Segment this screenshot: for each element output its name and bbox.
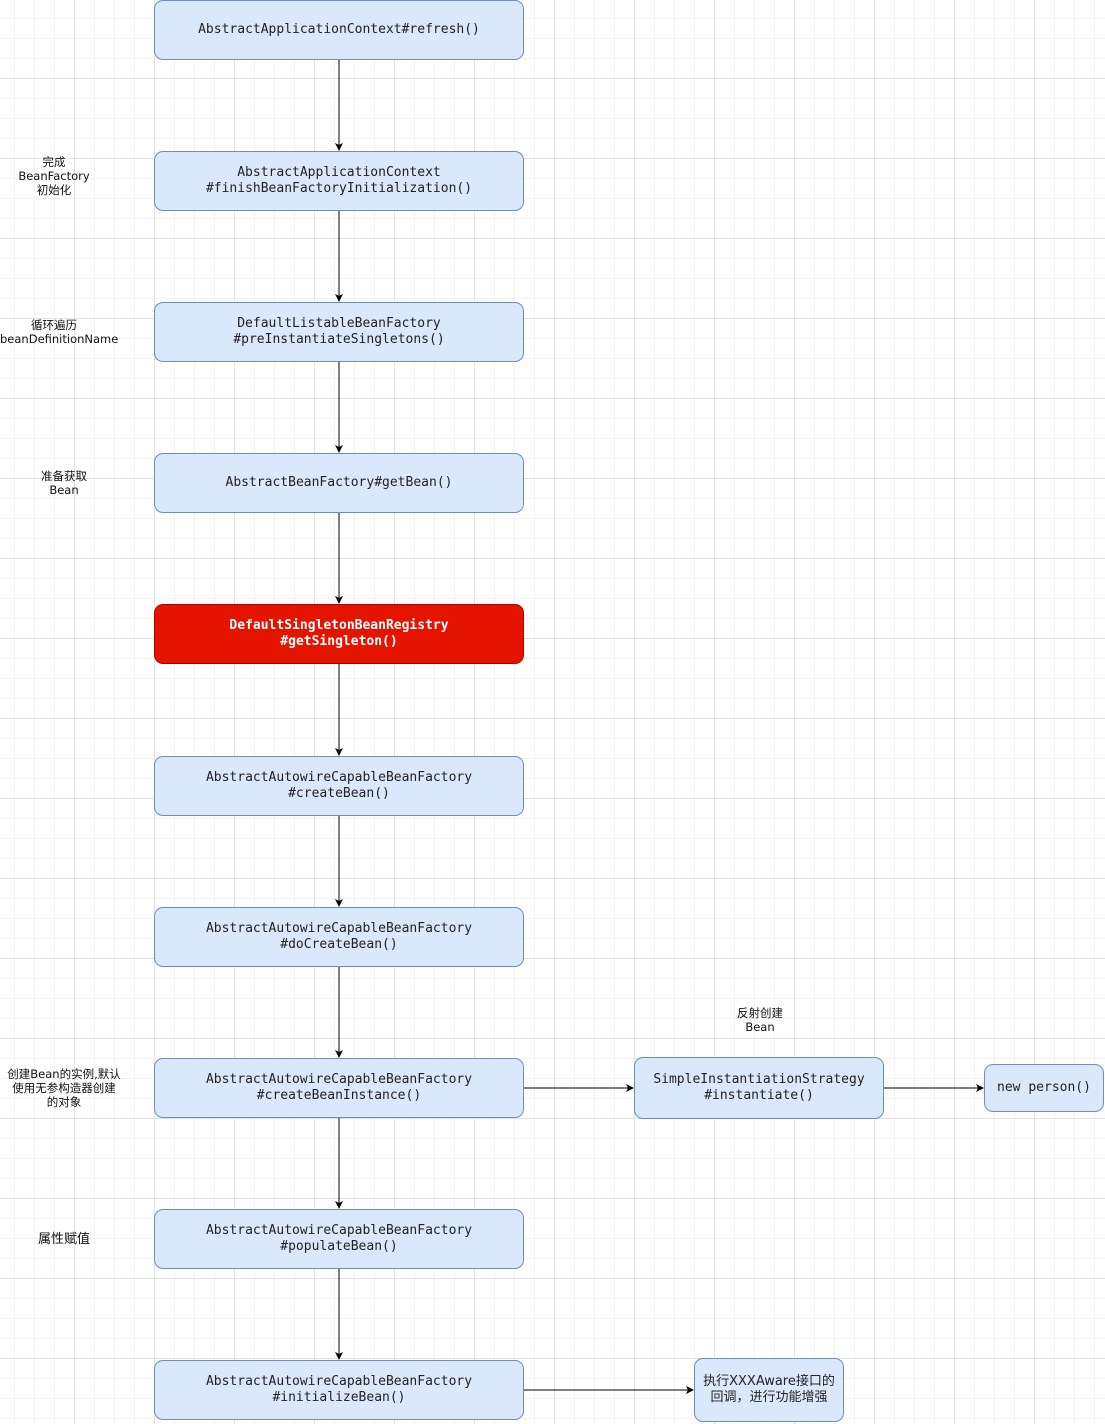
- node-create-bean[interactable]: AbstractAutowireCapableBeanFactory #crea…: [154, 756, 524, 816]
- note-loop-bean-definition-names: 循环遍历 beanDefinitionName: [0, 318, 119, 346]
- node-do-create-bean[interactable]: AbstractAutowireCapableBeanFactory #doCr…: [154, 907, 524, 967]
- note-reflect-create-bean: 反射创建 Bean: [737, 1006, 783, 1034]
- node-aware-callback[interactable]: 执行XXXAware接口的 回调，进行功能增强: [694, 1358, 844, 1422]
- node-populate-bean[interactable]: AbstractAutowireCapableBeanFactory #popu…: [154, 1209, 524, 1269]
- node-create-bean-instance[interactable]: AbstractAutowireCapableBeanFactory #crea…: [154, 1058, 524, 1118]
- node-instantiate[interactable]: SimpleInstantiationStrategy #instantiate…: [634, 1057, 884, 1119]
- note-populate: 属性赋值: [37, 1232, 90, 1247]
- note-create-instance: 创建Bean的实例,默认 使用无参构造器创建 的对象: [7, 1067, 121, 1109]
- node-get-bean[interactable]: AbstractBeanFactory#getBean(): [154, 453, 524, 513]
- node-finish-bean-factory-initialization[interactable]: AbstractApplicationContext #finishBeanFa…: [154, 151, 524, 211]
- node-pre-instantiate-singletons[interactable]: DefaultListableBeanFactory #preInstantia…: [154, 302, 524, 362]
- node-new-person[interactable]: new person(): [984, 1064, 1104, 1112]
- note-prepare-get-bean: 准备获取 Bean: [41, 469, 87, 497]
- node-refresh[interactable]: AbstractApplicationContext#refresh(): [154, 0, 524, 60]
- note-finish-init: 完成 BeanFactory 初始化: [18, 155, 90, 197]
- node-get-singleton[interactable]: DefaultSingletonBeanRegistry #getSinglet…: [154, 604, 524, 664]
- node-initialize-bean[interactable]: AbstractAutowireCapableBeanFactory #init…: [154, 1360, 524, 1420]
